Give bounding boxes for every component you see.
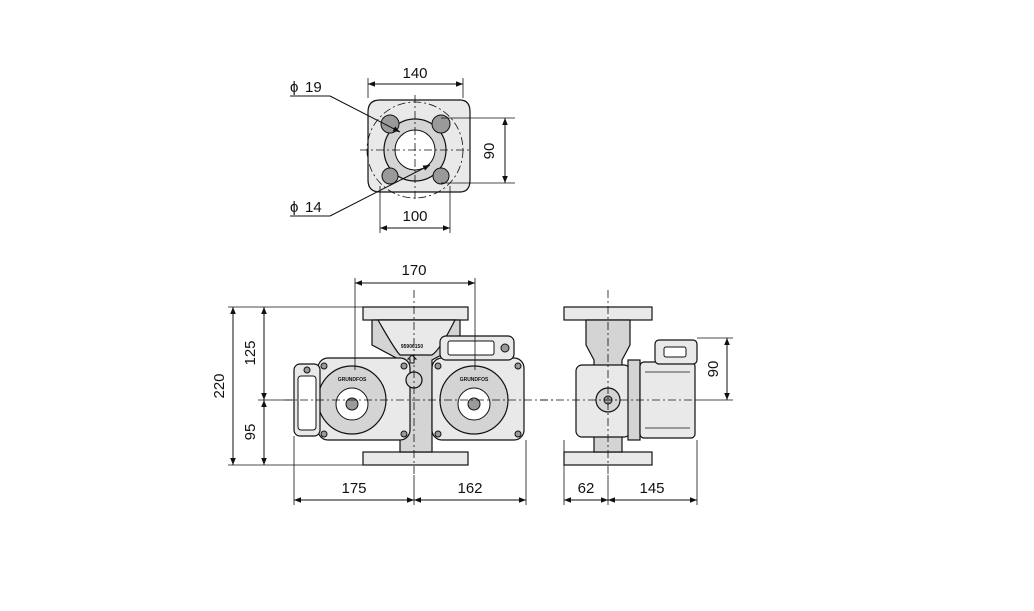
product-number: 95906150 xyxy=(401,344,423,350)
front-view: GRUNDFOS GRUNDFOS 95906150 xyxy=(211,262,555,505)
phi-symbol-small: ϕ xyxy=(290,199,298,216)
dim-flange-height: 90 xyxy=(481,143,498,160)
left-brand-label: GRUNDFOS xyxy=(338,377,367,383)
side-view: 90 62 145 xyxy=(540,290,733,505)
bottom-flange xyxy=(362,451,469,466)
right-brand-label: GRUNDFOS xyxy=(460,377,489,383)
flange-view: 140 90 100 ϕ 19 ϕ 14 xyxy=(290,65,515,233)
bolt-hole-bottom-right xyxy=(432,167,450,185)
dim-hole-large: 19 xyxy=(305,79,322,96)
bolt-hole-top-right xyxy=(431,114,451,134)
dim-right-width: 162 xyxy=(457,480,482,497)
dim-left-width: 175 xyxy=(341,480,366,497)
dim-side-height: 90 xyxy=(705,361,722,378)
dim-side-offset: 62 xyxy=(578,480,595,497)
dim-upper-height: 125 xyxy=(242,340,259,365)
dim-hole-small: 14 xyxy=(305,199,322,216)
dim-bolt-spacing: 100 xyxy=(402,208,427,225)
top-flange xyxy=(362,306,469,321)
bolt-hole-bottom-left xyxy=(381,167,399,185)
phi-symbol-large: ϕ xyxy=(290,79,298,96)
dim-flange-width: 140 xyxy=(402,65,427,82)
dim-port-spacing: 170 xyxy=(401,262,426,279)
dim-total-height: 220 xyxy=(211,373,228,398)
dim-side-depth: 145 xyxy=(639,480,664,497)
dim-lower-height: 95 xyxy=(242,424,259,441)
